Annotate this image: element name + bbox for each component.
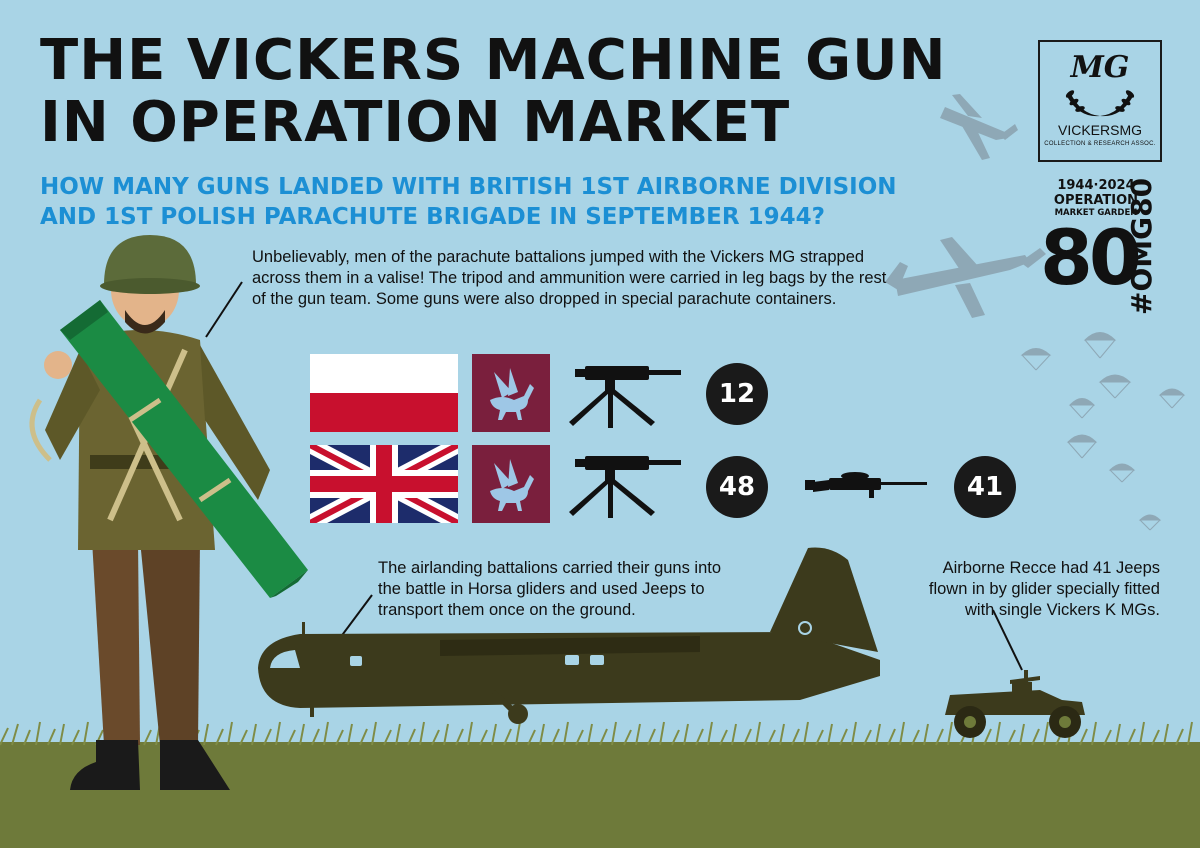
vickers-mg-tripod-icon	[565, 360, 695, 430]
union-jack-icon	[310, 445, 458, 523]
omg80-operation: OPERATION	[1053, 193, 1139, 208]
vickersmg-logo: MG VICKERSMG COLLECTION & RESEARCH ASSOC…	[1038, 40, 1162, 162]
poland-gun-count: 12	[706, 363, 768, 425]
poland-flag-icon	[310, 354, 458, 432]
laurel-wreath-icon	[1065, 90, 1135, 117]
logo-monogram: MG	[1070, 50, 1130, 85]
omg80-dates: 1944·2024	[1057, 178, 1135, 193]
britain-gun-count: 48	[706, 456, 768, 518]
aircraft-silhouette-icon	[885, 237, 1046, 318]
omg80-market-garden: MARKET GARDEN	[1054, 208, 1138, 218]
title-line-1: THE VICKERS MACHINE GUN	[40, 28, 947, 93]
pegasus-icon	[472, 354, 550, 432]
vickers-k-gun-icon	[805, 470, 930, 500]
jeep-gun-count: 41	[954, 456, 1016, 518]
page-subtitle: HOW MANY GUNS LANDED WITH BRITISH 1ST AI…	[40, 172, 897, 232]
subtitle-line-1: HOW MANY GUNS LANDED WITH BRITISH 1ST AI…	[40, 174, 897, 200]
omg80-number: 80	[1040, 213, 1142, 302]
logo-subtitle: COLLECTION & RESEARCH ASSOC.	[1044, 141, 1156, 147]
parachute-icon	[1020, 332, 1186, 531]
pegasus-icon	[472, 445, 550, 523]
recce-note: Airborne Recce had 41 Jeeps flown in by …	[928, 559, 1160, 619]
parachute-note: Unbelievably, men of the parachute batta…	[252, 248, 887, 308]
page-title: THE VICKERS MACHINE GUN IN OPERATION MAR…	[40, 30, 946, 154]
subtitle-line-2: AND 1ST POLISH PARACHUTE BRIGADE IN SEPT…	[40, 204, 825, 230]
title-line-2: IN OPERATION MARKET	[40, 90, 791, 155]
logo-name: VICKERSMG	[1057, 122, 1142, 138]
aircraft-silhouette-icon	[940, 94, 1018, 160]
vickers-mg-tripod-icon	[565, 450, 695, 520]
glider-note: The airlanding battalions carried their …	[378, 559, 722, 619]
